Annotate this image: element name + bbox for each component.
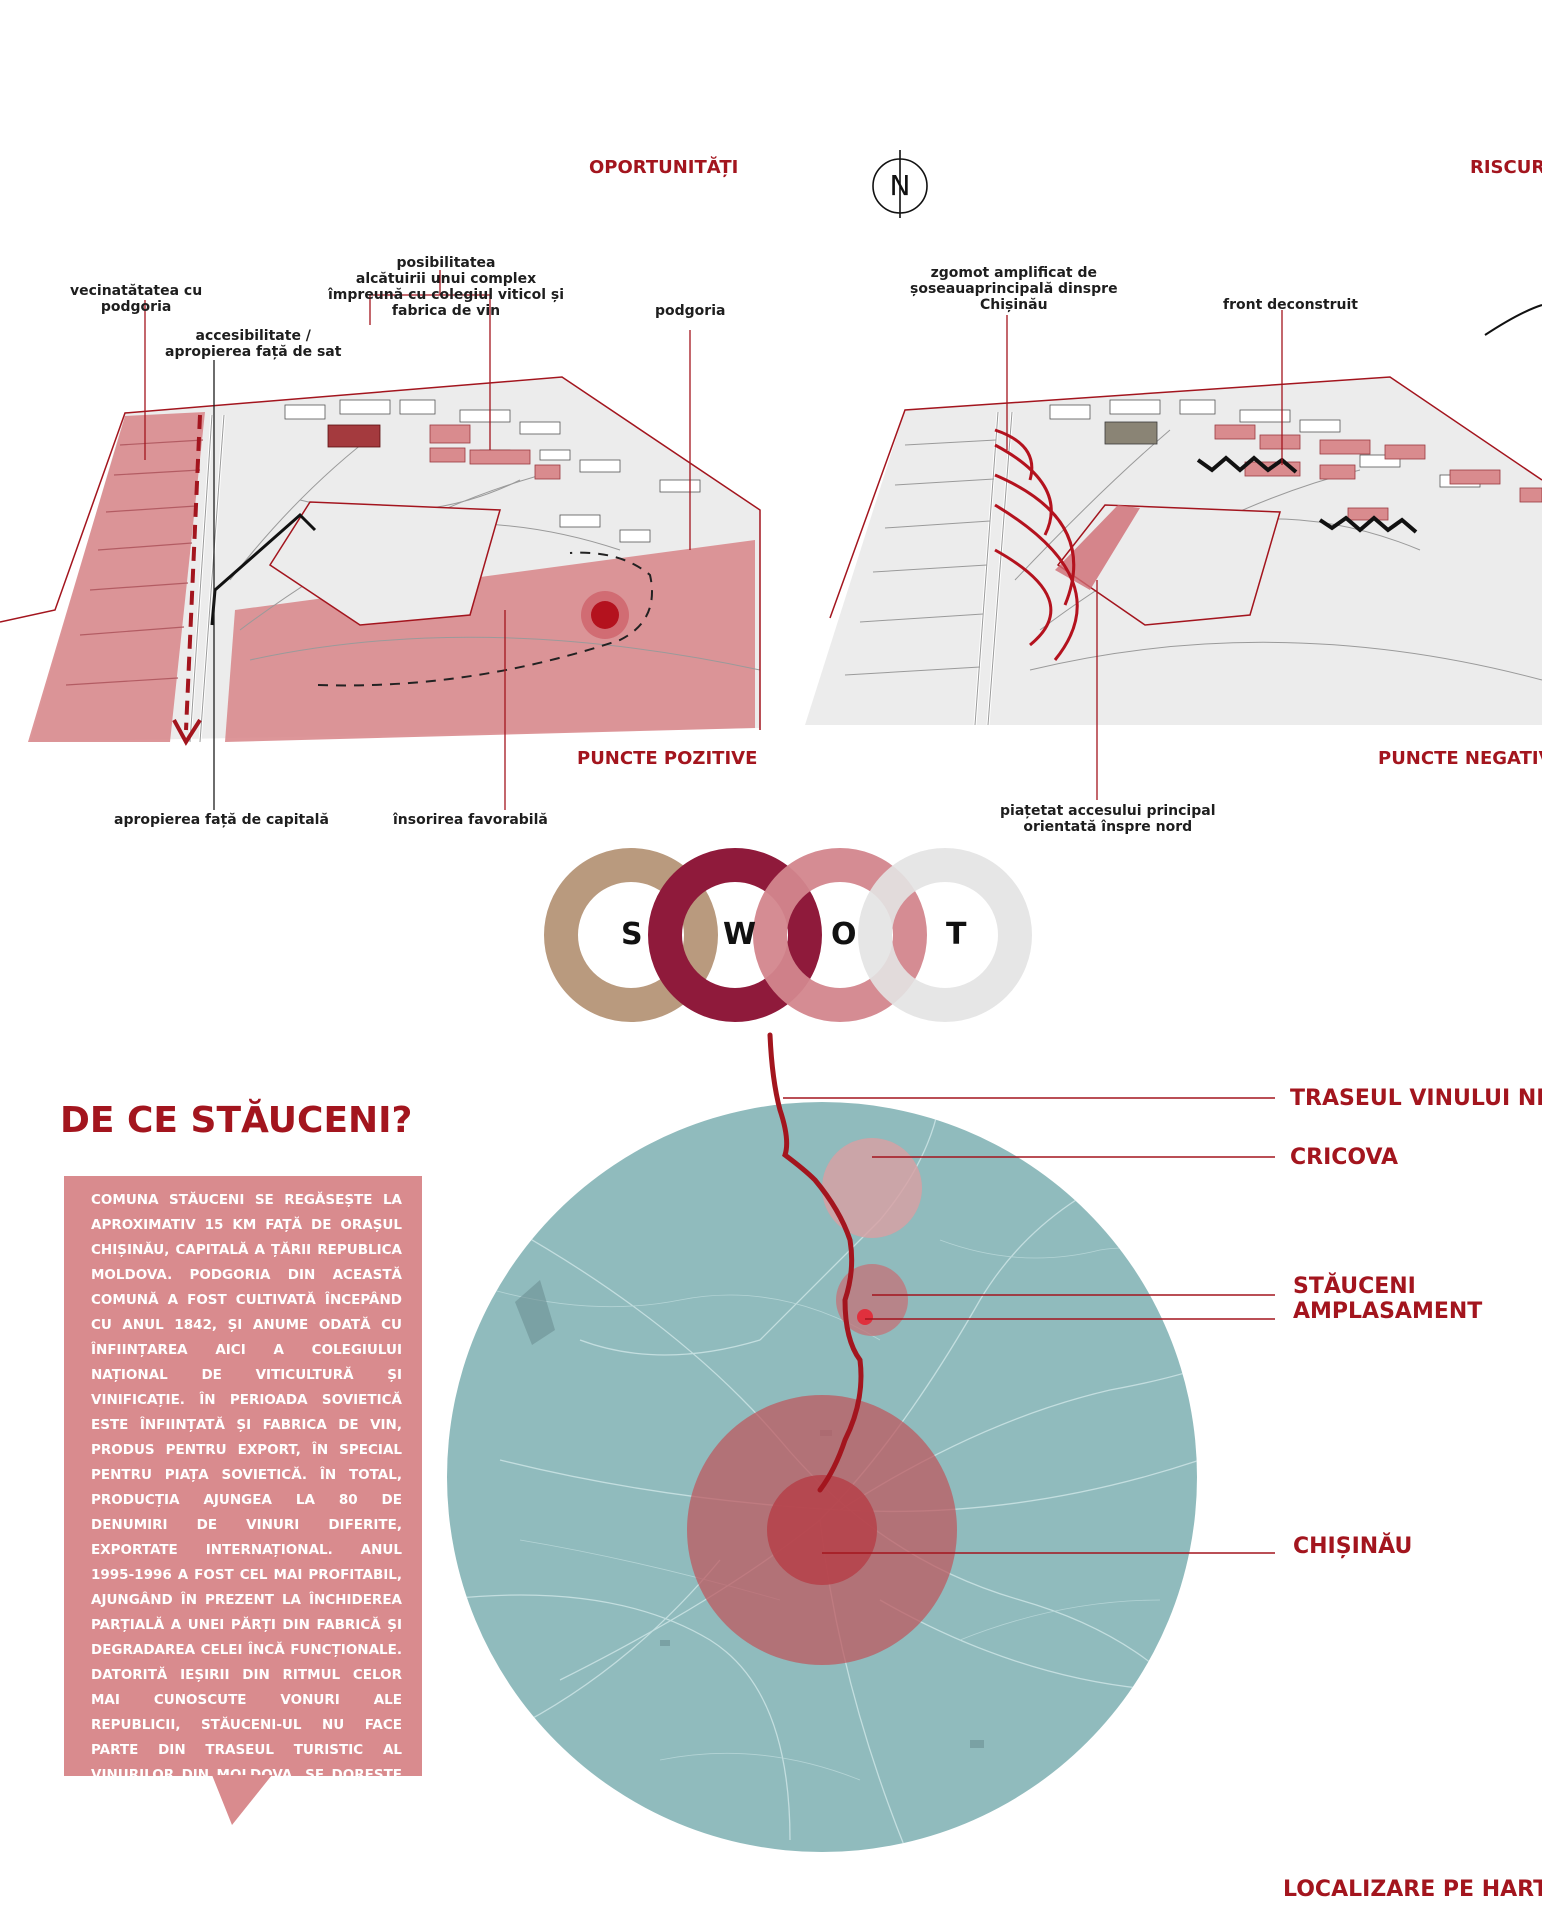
map-label-traseul: TRASEUL VINULUI NR. 2 — [1290, 1086, 1542, 1111]
swot-diagram: S W O T — [540, 845, 1040, 1025]
label-piatetat: piațetat accesului principal orientată î… — [1000, 803, 1216, 835]
label-vecinatatea: vecinatătatea cu podgoria — [70, 283, 203, 315]
map-label-amplasament: AMPLASAMENT — [1293, 1299, 1483, 1324]
label-accesibilitate: accesibilitate / apropierea față de sat — [165, 328, 342, 360]
positive-site-diagram — [0, 250, 770, 850]
map-label-stauceni: STĂUCENI — [1293, 1274, 1416, 1299]
swot-letter-s: S — [621, 917, 643, 952]
label-podgoria: podgoria — [655, 303, 726, 319]
swot-ring-w — [648, 848, 822, 1022]
label-posibilitatea: posibilitatea alcătuirii unui complex îm… — [328, 255, 565, 319]
heading-puncte-negative: PUNCTE NEGATIVE — [1378, 748, 1542, 769]
swot-letter-w: W — [723, 917, 757, 952]
north-arrow-icon — [872, 150, 928, 218]
heading-riscuri: RISCURI — [1470, 157, 1542, 178]
swot-letter-t: T — [946, 917, 967, 952]
map-label-chisinau: CHIȘINĂU — [1293, 1534, 1413, 1559]
compass-letter: N — [889, 169, 911, 202]
swot-ring-s — [544, 848, 718, 1022]
label-insorirea: însorirea favorabilă — [393, 812, 548, 828]
info-box: COMUNA STĂUCENI SE REGĂSEȘTE LA APROXIMA… — [64, 1176, 422, 1858]
label-front: front deconstruit — [1223, 297, 1358, 313]
swot-letter-o: O — [831, 917, 857, 952]
heading-oportunitati: OPORTUNITĂȚI — [589, 157, 739, 178]
swot-ring-o — [753, 848, 927, 1022]
heading-puncte-pozitive: PUNCTE POZITIVE — [577, 748, 758, 769]
label-zgomot: zgomot amplificat de șoseauaprincipală d… — [910, 265, 1118, 313]
map-caption: LOCALIZARE PE HARTĂ — [1283, 1877, 1542, 1902]
map-label-cricova: CRICOVA — [1290, 1145, 1399, 1170]
negative-site-diagram — [800, 250, 1542, 850]
location-map — [447, 1032, 1542, 1920]
info-text: COMUNA STĂUCENI SE REGĂSEȘTE LA APROXIMA… — [91, 1192, 402, 1858]
label-apropierea-capitala: apropierea față de capitală — [114, 812, 329, 828]
section-title: DE CE STĂUCENI? — [60, 1100, 413, 1141]
compass: N — [870, 150, 930, 218]
swot-ring-t — [858, 848, 1032, 1022]
info-box-pointer — [212, 1775, 272, 1825]
